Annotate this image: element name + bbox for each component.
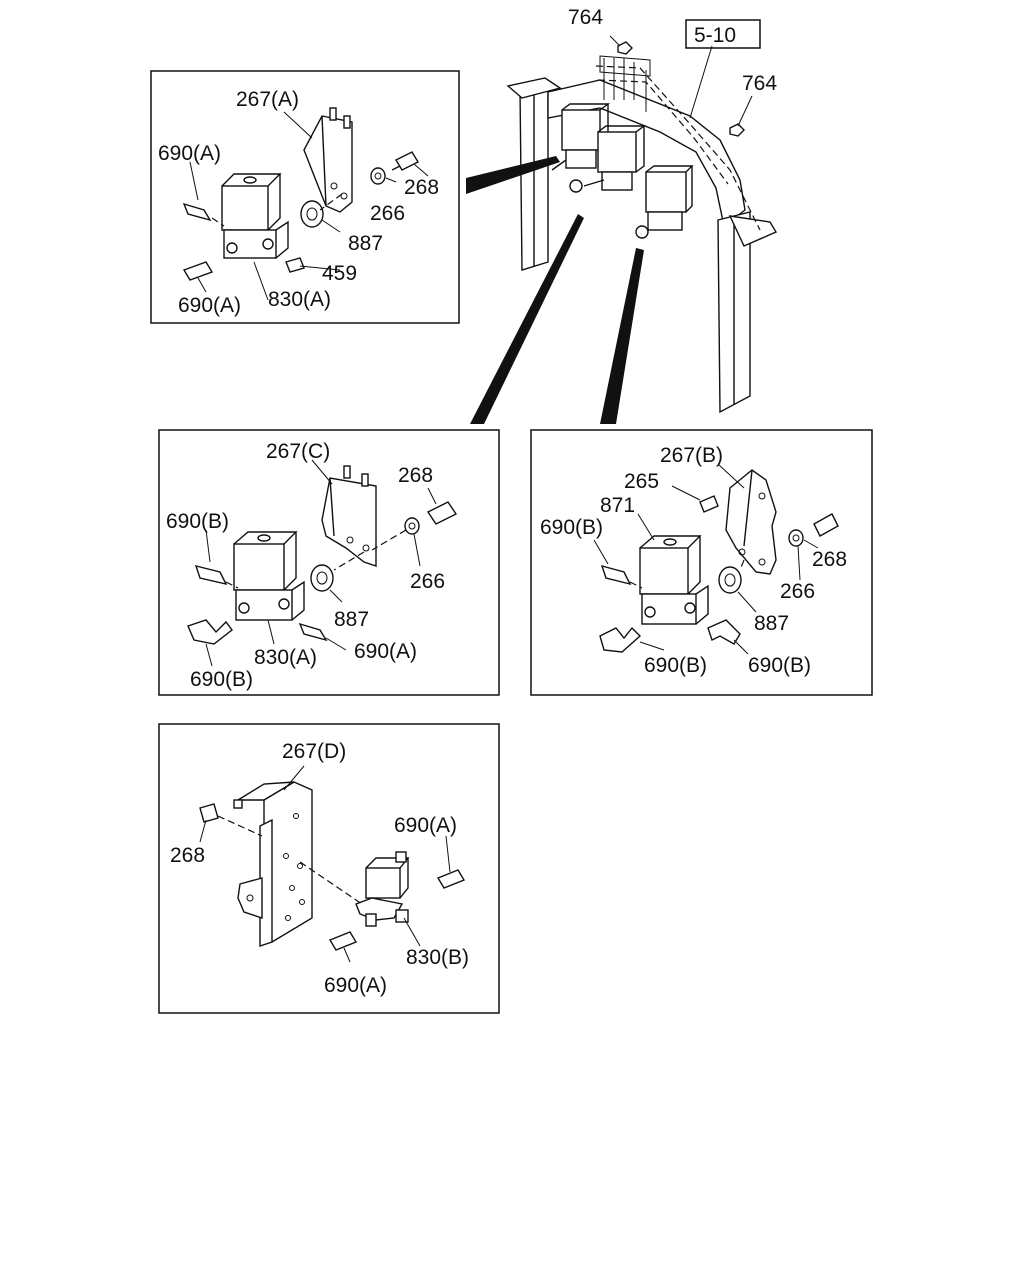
label-690b-upper-b: 690(B)	[540, 516, 603, 539]
label-268-a: 268	[404, 176, 439, 199]
grommet-887-c	[310, 564, 334, 592]
label-268-d: 268	[170, 844, 205, 867]
overview-valve-3	[635, 165, 694, 239]
label-690b-elbow-c: 690(B)	[190, 668, 253, 691]
callout-pointer-b	[600, 248, 644, 424]
label-690b-elbow-left: 690(B)	[644, 654, 707, 677]
fitting-690b-upper-b	[600, 564, 632, 586]
label-690a-lower: 690(A)	[178, 294, 241, 317]
callout-pointer-a	[466, 156, 560, 194]
bolt-268-d	[199, 803, 219, 823]
label-268-b: 268	[812, 548, 847, 571]
label-266-c: 266	[410, 570, 445, 593]
label-830a-a: 830(A)	[268, 288, 331, 311]
label-268-c: 268	[398, 464, 433, 487]
label-887-b: 887	[754, 612, 789, 635]
valve-871	[639, 547, 689, 595]
bolt-268-c	[426, 501, 458, 525]
overview-assembly: 5-10 764 764	[506, 6, 778, 414]
harness-line-2	[597, 79, 729, 185]
washer-266	[370, 167, 386, 185]
rail-top-cap	[506, 77, 562, 99]
label-690b-elbow-right: 690(B)	[748, 654, 811, 677]
grommet-887-b	[718, 566, 742, 594]
overview-valve-2	[583, 125, 647, 191]
label-267c: 267(C)	[266, 440, 330, 463]
label-690b-upper-c: 690(B)	[166, 510, 229, 533]
label-265: 265	[624, 470, 659, 493]
detail-panel-c: 267(C) 268 690(B) 266 887 830(A) 690(A) …	[158, 429, 500, 696]
body-830b	[355, 897, 404, 921]
bracket-267a	[303, 115, 353, 213]
bolt-268-b	[813, 513, 839, 537]
connector-wires	[603, 58, 647, 112]
washer-266-c	[404, 517, 420, 535]
nut-764-right	[729, 123, 745, 137]
label-266-b: 266	[780, 580, 815, 603]
detail-panel-a: 267(A) 690(A) 268 266 887 459 830(A) 690…	[150, 70, 460, 324]
fitting-690a-lower-d	[328, 931, 358, 951]
fitting-690b-upper-c	[194, 565, 228, 586]
label-764-top: 764	[568, 6, 603, 29]
label-690a-lower-d: 690(A)	[324, 974, 387, 997]
label-830a-c: 830(A)	[254, 646, 317, 669]
label-690a-right-c: 690(A)	[354, 640, 417, 663]
nut-764-top	[617, 41, 633, 55]
fitting-690b-elbow-right	[707, 619, 741, 645]
rail-bracket	[728, 215, 778, 247]
connector-block	[599, 55, 651, 77]
grommet-887	[300, 200, 324, 228]
plug-459	[285, 257, 305, 273]
bolt-268	[395, 151, 419, 171]
fitting-690a-upper-d	[436, 869, 466, 889]
fitting-690a-lower	[182, 261, 214, 281]
label-459: 459	[322, 262, 357, 285]
bracket-267c	[321, 477, 377, 567]
label-267d: 267(D)	[282, 740, 346, 763]
bracket-267b	[725, 469, 777, 575]
ref-box-label: 5-10	[694, 24, 736, 47]
ref-box	[685, 19, 761, 49]
fitting-690b-elbow-c	[187, 619, 233, 645]
fitting-690a-upper	[182, 202, 212, 222]
screw-265	[699, 495, 719, 513]
label-267b: 267(B)	[660, 444, 723, 467]
fitting-690a-right-c	[298, 622, 328, 642]
label-764-right: 764	[742, 72, 777, 95]
fitting-690b-elbow-left	[599, 626, 642, 653]
label-830b: 830(B)	[406, 946, 469, 969]
label-690a-upper-d: 690(A)	[394, 814, 457, 837]
overview-valve-1	[551, 103, 611, 193]
detail-panel-d: 267(D) 268 690(A) 830(B) 690(A)	[158, 723, 500, 1014]
detail-panel-b: 267(B) 265 871 690(B) 268 266 887 690(B)…	[530, 429, 873, 696]
washer-266-b	[788, 529, 804, 547]
label-887-c: 887	[334, 608, 369, 631]
label-267a: 267(A)	[236, 88, 299, 111]
label-690a-upper: 690(A)	[158, 142, 221, 165]
callout-pointer-c	[470, 214, 584, 424]
label-871: 871	[600, 494, 635, 517]
label-887-a: 887	[348, 232, 383, 255]
harness-line-1	[595, 65, 761, 231]
label-266-a: 266	[370, 202, 405, 225]
